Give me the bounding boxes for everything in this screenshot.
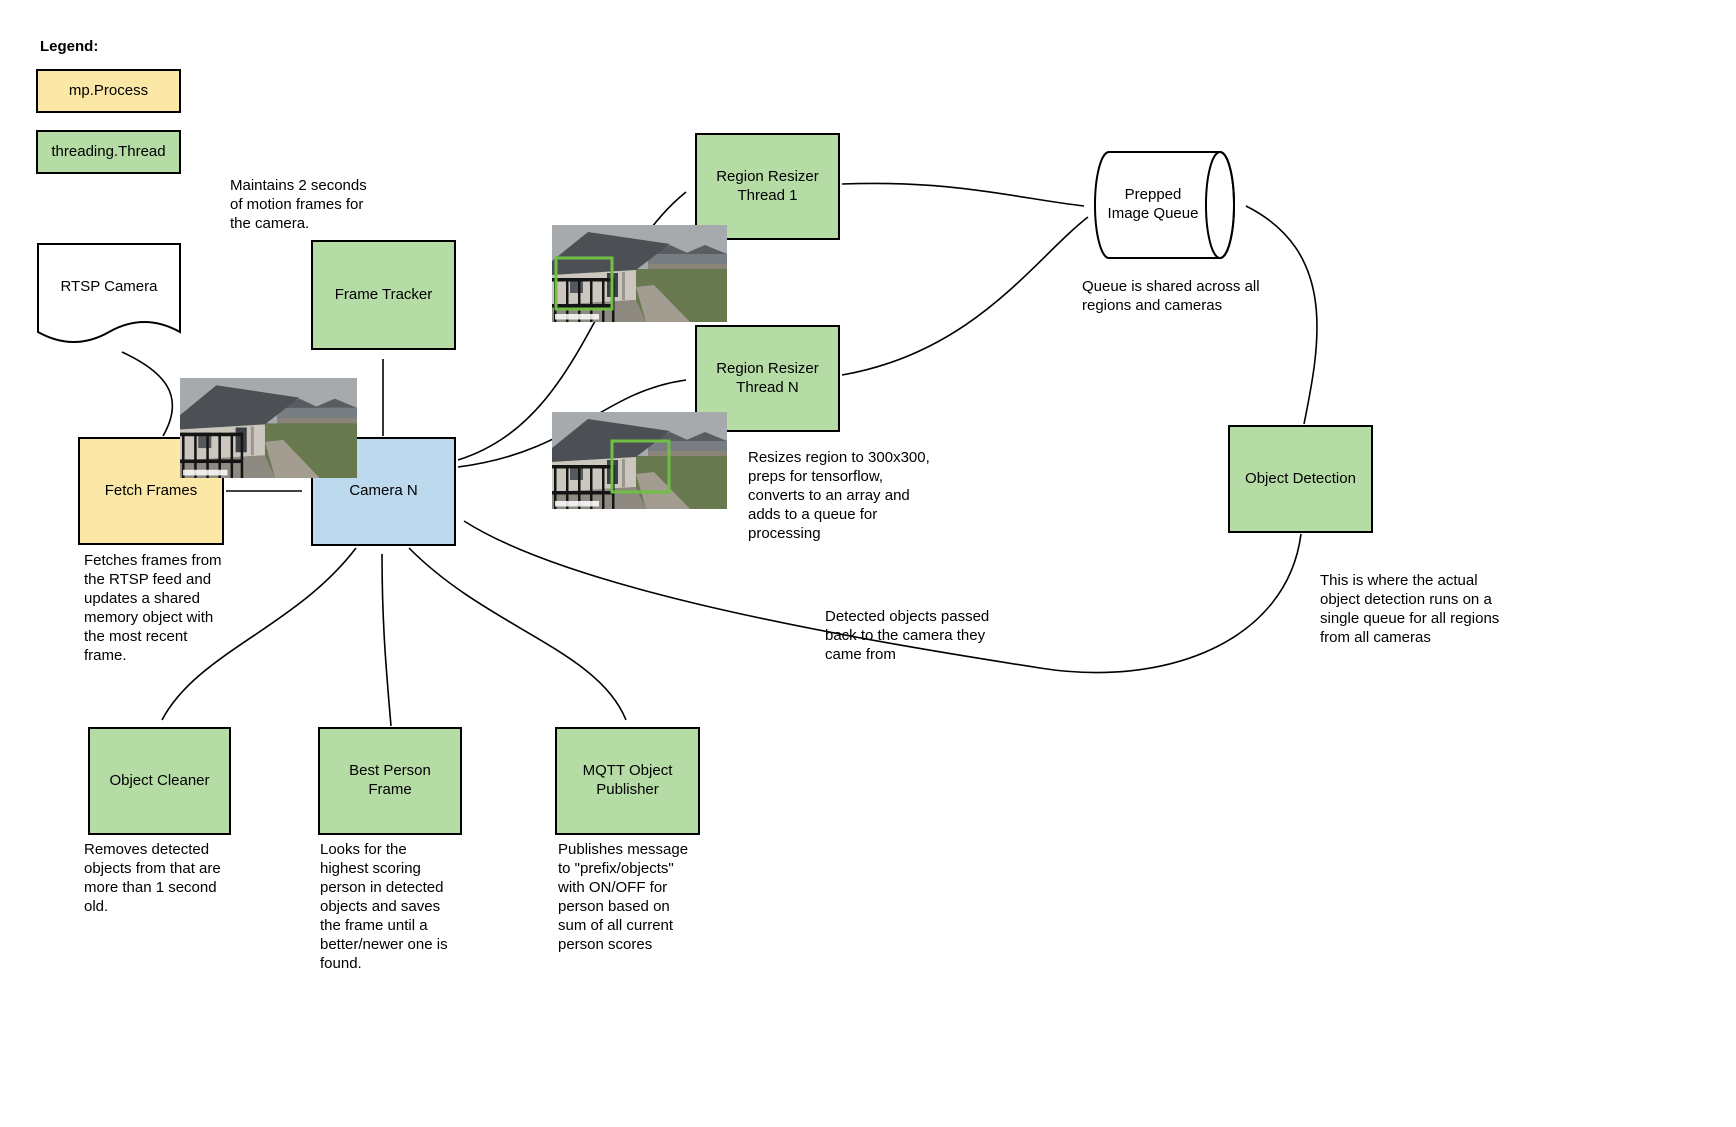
arrow-fetchframes-to-rtsp — [121, 351, 174, 437]
queue-cylinder-rim — [1205, 151, 1235, 259]
camera-snapshot-region-n — [552, 412, 727, 509]
node-frame-tracker: Frame Tracker — [311, 240, 456, 350]
camera-scene — [552, 225, 727, 322]
node-prepped-image-queue-label: Prepped Image Queue — [1107, 186, 1199, 222]
arrow-objectdetection-to-queue — [1245, 205, 1318, 425]
arrow-objectdetection-to-camera — [463, 520, 1302, 674]
node-mqtt-object-publisher: MQTT Object Publisher — [555, 727, 700, 835]
legend-title: Legend: — [40, 38, 99, 55]
note-detected-objects: Detected objects passed back to the came… — [825, 608, 990, 663]
legend-item-threading-thread: threading.Thread — [36, 130, 181, 174]
note-region-resizer: Resizes region to 300x300, preps for ten… — [748, 449, 930, 542]
legend-item-mp-process: mp.Process — [36, 69, 181, 113]
node-object-detection: Object Detection — [1228, 425, 1373, 533]
detection-bounding-box — [610, 439, 671, 494]
node-rtsp-camera: RTSP Camera — [36, 242, 182, 354]
node-best-person-frame: Best Person Frame — [318, 727, 462, 835]
arrow-resizern-to-queue — [841, 216, 1089, 376]
note-best-person: Looks for the highest scoring person in … — [320, 841, 448, 972]
node-fetch-frames: Fetch Frames — [78, 437, 224, 545]
camera-snapshot-fetch — [180, 378, 357, 478]
note-mqtt-publisher: Publishes message to "prefix/objects" wi… — [558, 841, 689, 953]
arrow-resizer1-to-queue — [841, 182, 1085, 207]
note-fetch-frames: Fetches frames from the RTSP feed and up… — [84, 552, 222, 664]
camera-snapshot-region-1 — [552, 225, 727, 322]
arrow-camera-to-mqttpublisher — [408, 547, 627, 721]
node-rtsp-camera-label: RTSP Camera — [60, 277, 158, 295]
node-region-resizer-thread-1: Region Resizer Thread 1 — [695, 133, 840, 240]
camera-scene — [552, 412, 727, 509]
node-prepped-image-queue: Prepped Image Queue — [1093, 150, 1236, 260]
note-object-detection: This is where the actual object detectio… — [1320, 572, 1500, 646]
node-object-cleaner: Object Cleaner — [88, 727, 231, 835]
note-queue-shared: Queue is shared across all regions and c… — [1082, 278, 1260, 314]
camera-scene — [180, 378, 357, 478]
arrow-bestpersonframe-to-camera — [381, 553, 392, 727]
document-shape — [37, 243, 181, 343]
note-object-cleaner: Removes detected objects from that are m… — [84, 841, 221, 915]
note-frame-tracker: Maintains 2 seconds of motion frames for… — [230, 177, 367, 232]
arrow-camera-to-objectcleaner — [161, 547, 357, 721]
detection-bounding-box — [554, 256, 614, 311]
